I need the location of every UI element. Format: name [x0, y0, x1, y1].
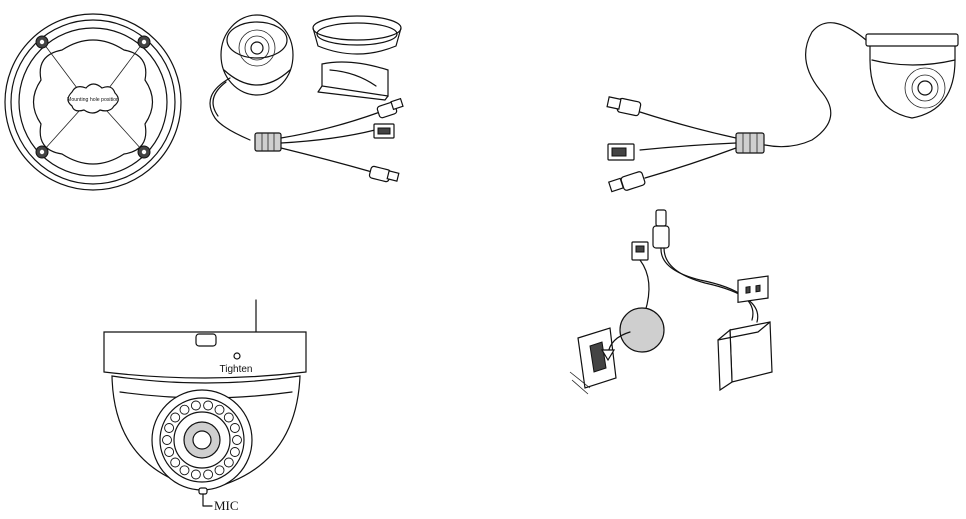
- dc-plug-icon: [653, 210, 669, 248]
- rj45-connector-icon: [608, 144, 634, 160]
- tighten-screw-icon: [234, 353, 240, 359]
- dome-camera-body: [870, 42, 955, 118]
- network-wall-socket: [570, 328, 616, 394]
- power-outlet-icon: [738, 276, 768, 302]
- rj45-plug-icon: [632, 242, 648, 260]
- ir-led: [215, 405, 224, 414]
- ir-led: [180, 466, 189, 475]
- dc-power-connector-icon: [369, 166, 399, 182]
- ir-led: [165, 448, 174, 457]
- tighten-label: Tighten: [220, 364, 253, 375]
- mic-pointer-line: [203, 494, 212, 506]
- ir-led: [191, 401, 200, 410]
- mic-label: MIC: [214, 498, 239, 513]
- screw-icon: [138, 146, 150, 158]
- ir-led: [180, 405, 189, 414]
- network-switch-icon: [620, 308, 664, 352]
- camera-cable-inner: [213, 82, 226, 116]
- bnc-connector-icon: [607, 97, 641, 116]
- ir-led: [163, 436, 172, 445]
- network-power-connection: [570, 210, 772, 394]
- housing-notch: [196, 334, 216, 346]
- cable-branch-mid: [640, 143, 736, 150]
- power-adapter: [718, 322, 772, 390]
- ir-led: [171, 413, 180, 422]
- camera-head: [221, 15, 293, 95]
- camera-with-cables: [607, 23, 958, 192]
- cable-branch-top: [281, 112, 380, 138]
- screw-icon: [138, 36, 150, 48]
- mounting-hole-label: Mounting hole position: [67, 97, 119, 103]
- mic-icon: [199, 488, 207, 494]
- cable-branch-top: [640, 112, 736, 138]
- ir-led: [224, 458, 233, 467]
- camera-parts-exploded: [210, 15, 403, 182]
- ir-led: [233, 436, 242, 445]
- ir-led: [165, 424, 174, 433]
- dome-camera-top: [866, 34, 958, 46]
- ir-led: [230, 424, 239, 433]
- ir-led: [204, 401, 213, 410]
- ir-led: [204, 470, 213, 479]
- rj45-connector-icon: [374, 124, 394, 138]
- ir-led: [224, 413, 233, 422]
- dome-camera-front-view: Tighten MIC: [104, 300, 306, 513]
- ir-led: [171, 458, 180, 467]
- trim-ring: [313, 16, 401, 54]
- mounting-base-top-view: Mounting hole position: [5, 14, 181, 190]
- cable-branch-bottom: [281, 148, 372, 172]
- screw-icon: [36, 36, 48, 48]
- ir-led: [215, 466, 224, 475]
- ir-led: [191, 470, 200, 479]
- bnc-connector-icon: [377, 99, 403, 119]
- camera-cable: [765, 23, 866, 147]
- ir-led: [230, 448, 239, 457]
- screw-icon: [36, 146, 48, 158]
- cable-branch-mid: [281, 130, 375, 143]
- mounting-bracket: [318, 62, 388, 100]
- cable-branch-bottom: [645, 148, 736, 178]
- network-cable: [640, 260, 649, 312]
- dc-power-connector-icon: [609, 171, 646, 192]
